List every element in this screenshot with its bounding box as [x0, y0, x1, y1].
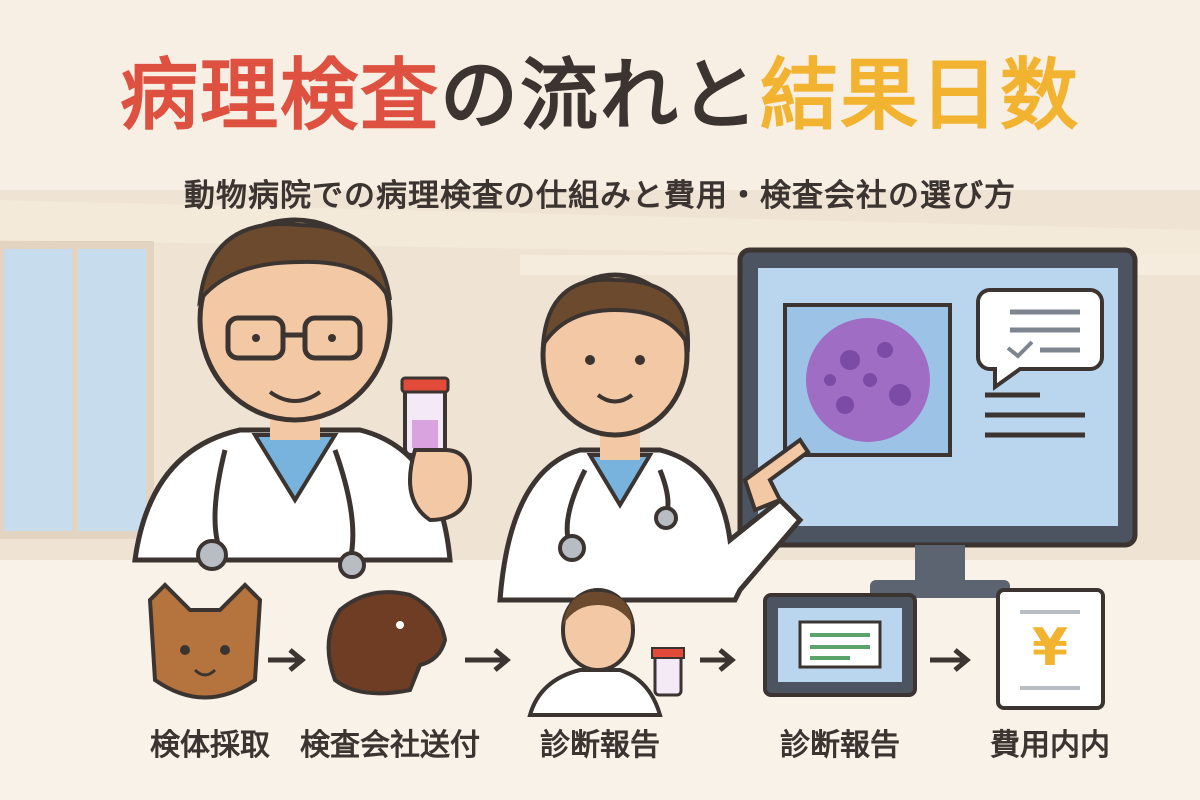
step-arrow — [930, 648, 971, 672]
step-arrow — [465, 648, 511, 672]
step-1-cat-icon — [147, 582, 263, 700]
page-title: 病理検査の流れと結果日数 — [0, 48, 1200, 144]
step-2-dog-icon — [326, 590, 448, 696]
step-3-vet-icon — [527, 588, 685, 717]
title-part-days: 結果日数 — [760, 51, 1081, 141]
step-label-sampling: 検体採取 — [150, 728, 270, 763]
page-subtitle: 動物病院での病理検査の仕組みと費用・検査会社の選び方 — [184, 178, 1016, 214]
step-5-invoice-icon — [996, 588, 1105, 710]
title-part-flow: の流れと — [439, 51, 760, 141]
title-part-pathology: 病理検査 — [119, 51, 440, 141]
vet-pointing-illustration — [497, 272, 811, 603]
step-arrow — [268, 648, 306, 672]
step-label-diagnosis-report: 診断報告 — [540, 728, 660, 763]
vet-with-glasses-illustration — [132, 217, 473, 579]
monitor-icon — [737, 247, 1138, 598]
step-label-cost: 費用内内 — [990, 728, 1110, 763]
yen-symbol: ¥ — [1031, 618, 1069, 678]
step-label-send-to-lab: 検査会社送付 — [300, 728, 480, 763]
step-4-monitor-icon — [763, 593, 917, 697]
step-label-diagnosis-report-2: 診断報告 — [780, 728, 900, 763]
step-arrow — [700, 648, 736, 672]
